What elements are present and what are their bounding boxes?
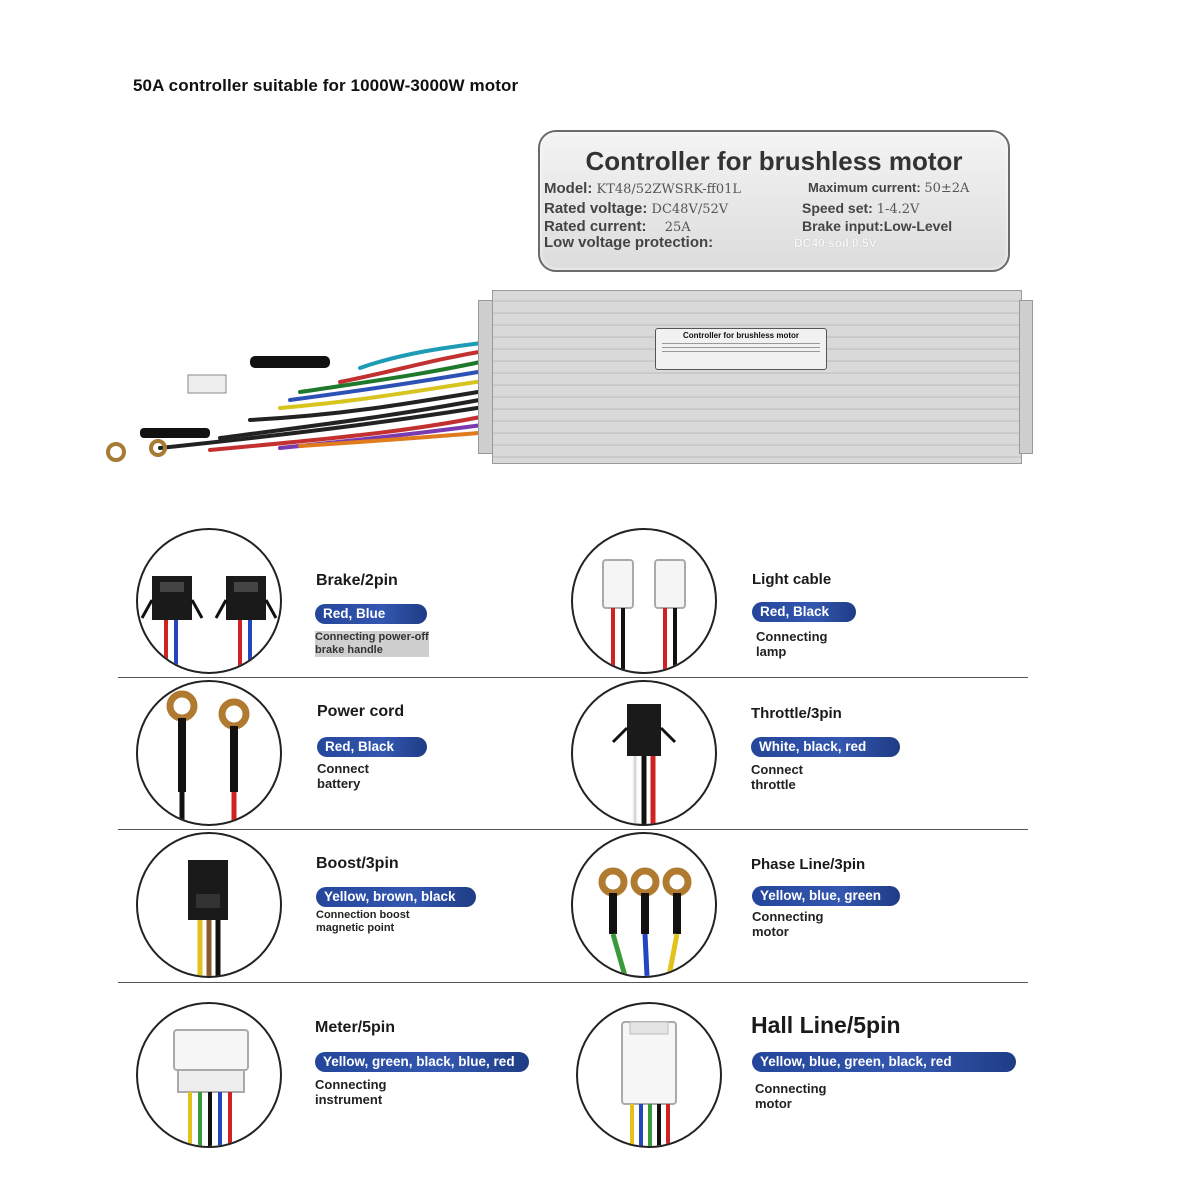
light-description: Connecting lamp xyxy=(756,629,828,659)
model-row: Model: KT48/52ZWSRK-ff01L xyxy=(544,180,741,197)
section-divider xyxy=(118,677,1028,678)
phase-line-image xyxy=(571,832,717,978)
small-label-line xyxy=(662,351,820,352)
nameplate-title: Controller for brushless motor xyxy=(585,146,963,176)
low-voltage-row: Low voltage protection: xyxy=(544,234,713,251)
light-wires-badge: Red, Black xyxy=(752,602,856,622)
speed-set-value: 1-4.2V xyxy=(876,202,920,217)
controller-body xyxy=(492,290,1022,464)
rated-voltage-value: DC48V/52V xyxy=(651,202,729,217)
brake-input-row: Brake input:Low-Level xyxy=(802,218,952,234)
throttle-wires-badge: White, black, red xyxy=(751,737,900,757)
section-divider xyxy=(118,982,1028,983)
headline: 50A controller suitable for 1000W-3000W … xyxy=(133,76,519,95)
hall-connector-image xyxy=(576,1002,722,1148)
brake-description: Connecting power-off brake handle xyxy=(315,631,429,657)
power-cord-image xyxy=(136,680,282,826)
hall-description: Connecting motor xyxy=(755,1081,827,1111)
throttle-title: Throttle/3pin xyxy=(751,705,842,722)
brake-input-label: Brake input: xyxy=(802,218,884,234)
controller-end-cap-right xyxy=(1019,300,1033,454)
small-label-line xyxy=(662,343,820,344)
hall-wires-badge: Yellow, blue, green, black, red xyxy=(752,1052,1016,1072)
throttle-description: Connect throttle xyxy=(751,762,803,792)
boost-description: Connection boost magnetic point xyxy=(316,909,410,934)
rated-current-row: Rated current: 25A xyxy=(544,218,691,235)
section-divider xyxy=(118,829,1028,830)
wire-harness xyxy=(106,340,492,462)
brake-connector-image xyxy=(136,528,282,674)
power-title: Power cord xyxy=(317,703,405,720)
rated-voltage-row: Rated voltage: DC48V/52V xyxy=(544,200,728,217)
power-description: Connect battery xyxy=(317,761,369,791)
throttle-connector-image xyxy=(571,680,717,826)
small-label-title: Controller for brushless motor xyxy=(682,331,799,340)
speed-set-label: Speed set: xyxy=(802,200,873,216)
boost-wires-badge: Yellow, brown, black xyxy=(316,887,476,907)
max-current-value: 50±2A xyxy=(924,181,970,196)
brake-title: Brake/2pin xyxy=(316,572,398,589)
speed-set-row: Speed set: 1-4.2V xyxy=(802,200,919,217)
model-value: KT48/52ZWSRK-ff01L xyxy=(596,182,742,197)
brake-wires-badge: Red, Blue xyxy=(315,604,427,624)
meter-description: Connecting instrument xyxy=(315,1077,387,1107)
brake-input-value: Low-Level xyxy=(883,218,953,234)
controller-small-label: Controller for brushless motor xyxy=(655,328,827,370)
light-connector-image xyxy=(571,528,717,674)
nameplate: Controller for brushless motor Model: KT… xyxy=(538,130,1010,272)
meter-wires-badge: Yellow, green, black, blue, red xyxy=(315,1052,529,1072)
max-current-row: Maximum current: 50±2A xyxy=(808,180,969,196)
light-title: Light cable xyxy=(752,571,832,588)
low-voltage-value: DC40 soil 0.5V xyxy=(794,236,877,250)
power-wires-badge: Red, Black xyxy=(317,737,427,757)
max-current-label: Maximum current: xyxy=(808,180,921,195)
hall-title: Hall Line/5pin xyxy=(751,1012,901,1038)
meter-connector-image xyxy=(136,1002,282,1148)
meter-title: Meter/5pin xyxy=(315,1019,396,1036)
rated-current-value: 25A xyxy=(664,220,691,235)
small-label-line xyxy=(662,347,820,348)
boost-title: Boost/3pin xyxy=(316,855,399,872)
boost-connector-image xyxy=(136,832,282,978)
low-voltage-label: Low voltage protection: xyxy=(544,234,714,251)
phase-wires-badge: Yellow, blue, green xyxy=(752,886,900,906)
phase-title: Phase Line/3pin xyxy=(751,856,866,873)
rated-current-label: Rated current: xyxy=(544,218,647,235)
rated-voltage-label: Rated voltage: xyxy=(544,200,648,217)
model-label: Model: xyxy=(544,180,593,197)
phase-description: Connecting motor xyxy=(752,909,824,939)
